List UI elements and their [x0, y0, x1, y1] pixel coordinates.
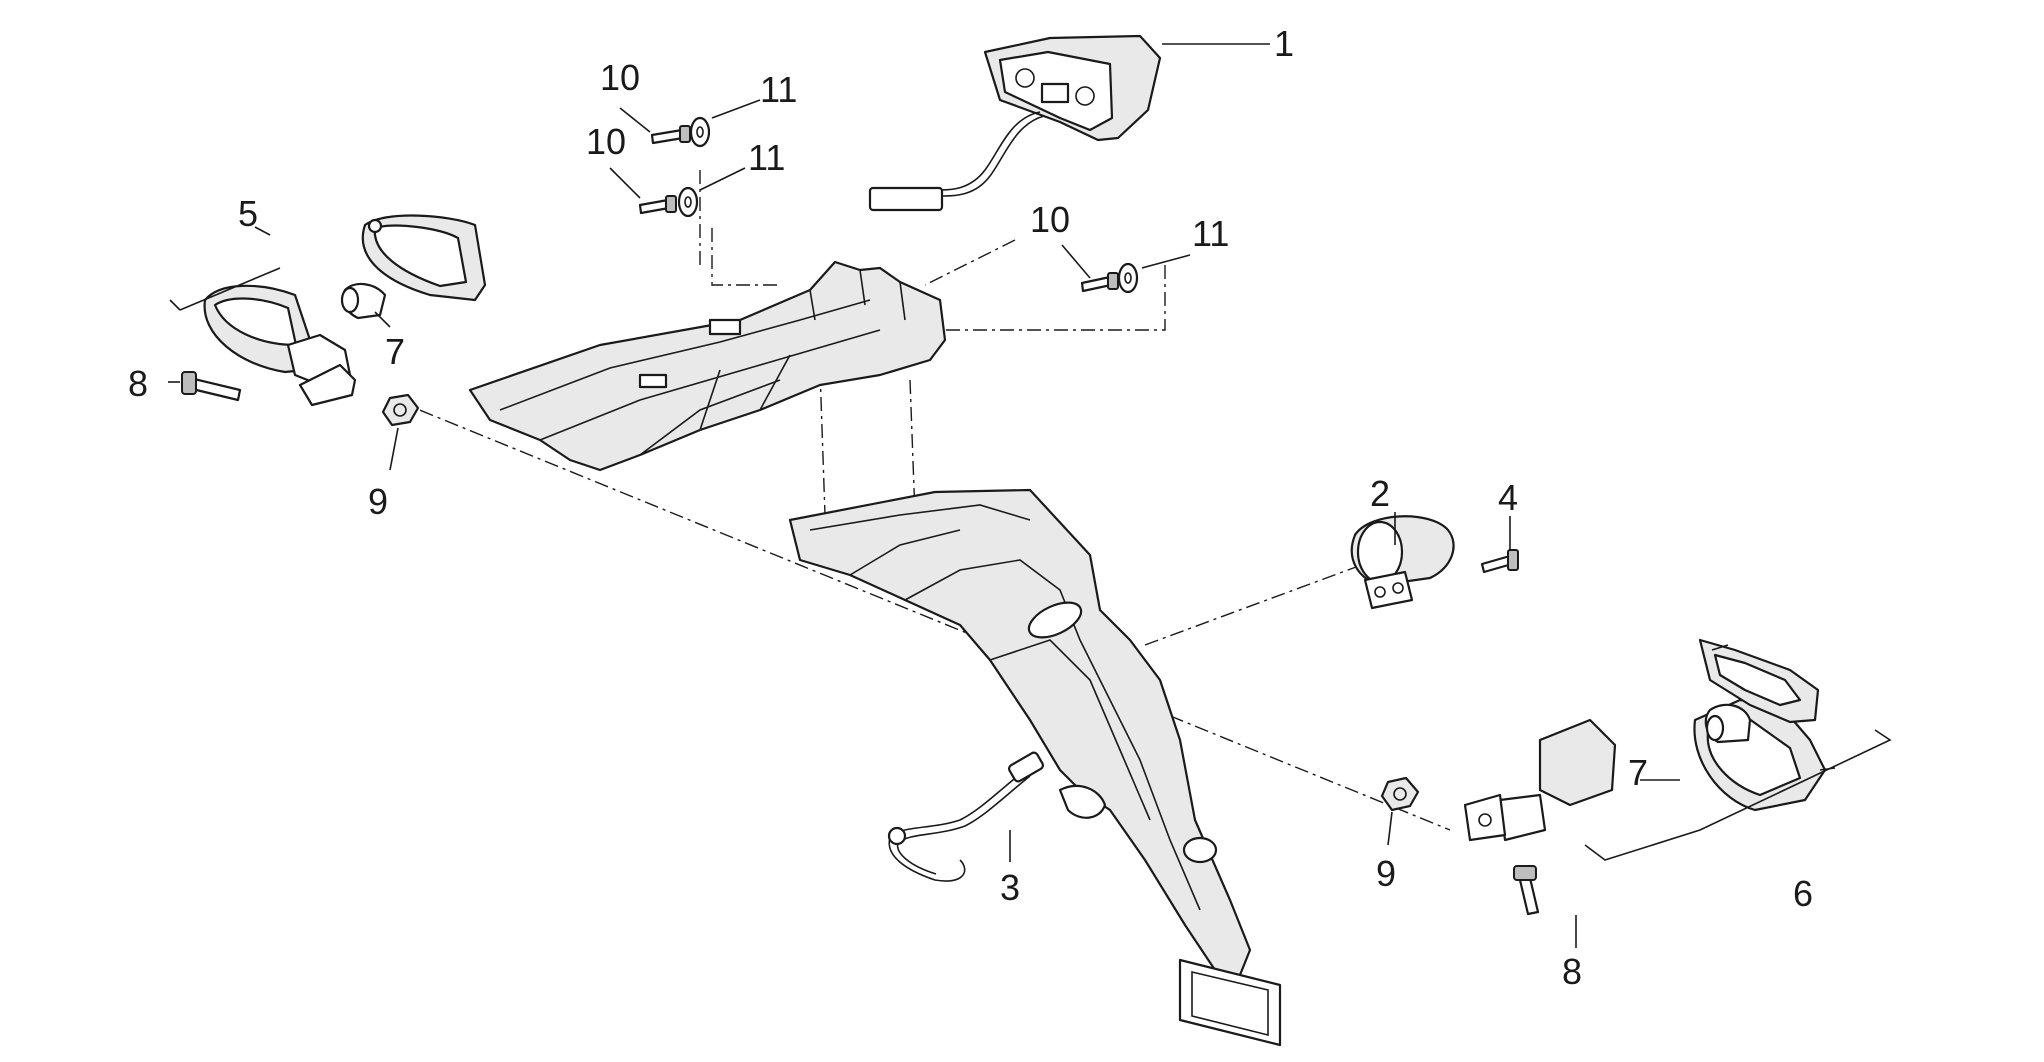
callout-2: 2: [1370, 473, 1390, 514]
callout-10-c: 10: [1030, 199, 1070, 240]
callout-8-left: 8: [128, 363, 148, 404]
callout-10-b: 10: [586, 121, 626, 162]
callout-leader-lines: [168, 43, 1680, 948]
screws-part-10: [638, 125, 1119, 293]
right-nut-part-9: [1380, 776, 1420, 812]
callout-8-right: 8: [1562, 951, 1582, 992]
callout-10-a: 10: [600, 57, 640, 98]
wiring-harness: [887, 751, 1044, 882]
left-nut-part-9: [381, 393, 420, 427]
callout-11-c: 11: [1192, 213, 1229, 254]
callout-7-right: 7: [1628, 752, 1648, 793]
callout-5: 5: [238, 193, 258, 234]
assembly-guide-lines: [394, 170, 1451, 831]
screw-part-4: [1480, 549, 1519, 574]
right-screw-part-8: [1513, 865, 1540, 916]
left-indicator-assembly: [169, 214, 487, 407]
callout-labels: 1 2 3 4 5 6 7 7 8 8 9 9 10 10 10 11 11 1…: [128, 23, 1813, 992]
tail-light-assembly: [868, 34, 1162, 212]
callout-7-left: 7: [385, 331, 405, 372]
undertray: [468, 260, 947, 472]
left-screw-part-8: [181, 371, 242, 402]
washers-part-11: [677, 116, 1139, 294]
callout-6: 6: [1793, 873, 1813, 914]
callout-9-left: 9: [368, 481, 388, 522]
callout-1: 1: [1274, 23, 1294, 64]
callout-3: 3: [1000, 867, 1020, 908]
callout-11-a: 11: [760, 69, 797, 110]
callout-9-right: 9: [1376, 853, 1396, 894]
right-indicator-assembly: [1463, 638, 1892, 861]
callout-11-b: 11: [748, 137, 785, 178]
callout-4: 4: [1498, 477, 1518, 518]
rear-mudguard-frame: [788, 488, 1282, 1047]
licence-plate-light: [1350, 515, 1455, 610]
